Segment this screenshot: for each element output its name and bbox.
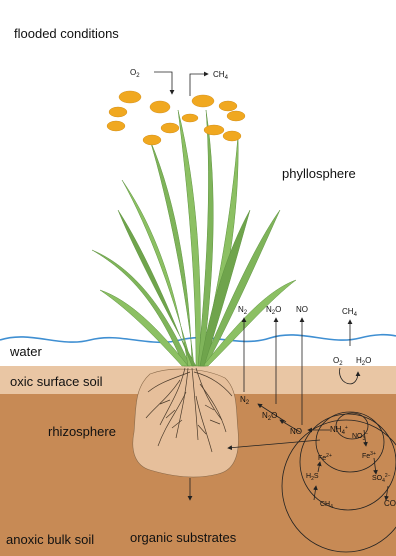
anoxic-bulk-soil-label: anoxic bulk soil — [6, 532, 94, 547]
ch4-emission-label: CH4 — [342, 307, 358, 318]
h2o-label: H2O — [356, 356, 371, 367]
top-o2-label: O2 — [130, 68, 140, 79]
n2o-emission-label: N2O — [266, 305, 281, 316]
rice-panicles — [107, 91, 245, 145]
top-ch4-label: CH4 — [213, 70, 229, 81]
o2-uptake-arrow — [154, 72, 172, 94]
rhizosphere-label: rhizosphere — [48, 424, 116, 439]
oxic-surface-soil-label: oxic surface soil — [10, 374, 103, 389]
rice-plant — [92, 110, 296, 366]
no-emission-label: NO — [296, 305, 308, 314]
o2-diffusion-label: O2 — [333, 356, 343, 367]
soil-no-label: NO — [290, 427, 302, 436]
n2-emission-label: N2 — [238, 305, 248, 316]
phyllosphere-label: phyllosphere — [282, 166, 356, 181]
water-label: water — [9, 344, 42, 359]
flooded-conditions-label: flooded conditions — [14, 26, 119, 41]
ch4-emission-arrow — [190, 74, 208, 96]
organic-substrates-label: organic substrates — [130, 530, 237, 545]
co-label: CO — [384, 499, 396, 508]
